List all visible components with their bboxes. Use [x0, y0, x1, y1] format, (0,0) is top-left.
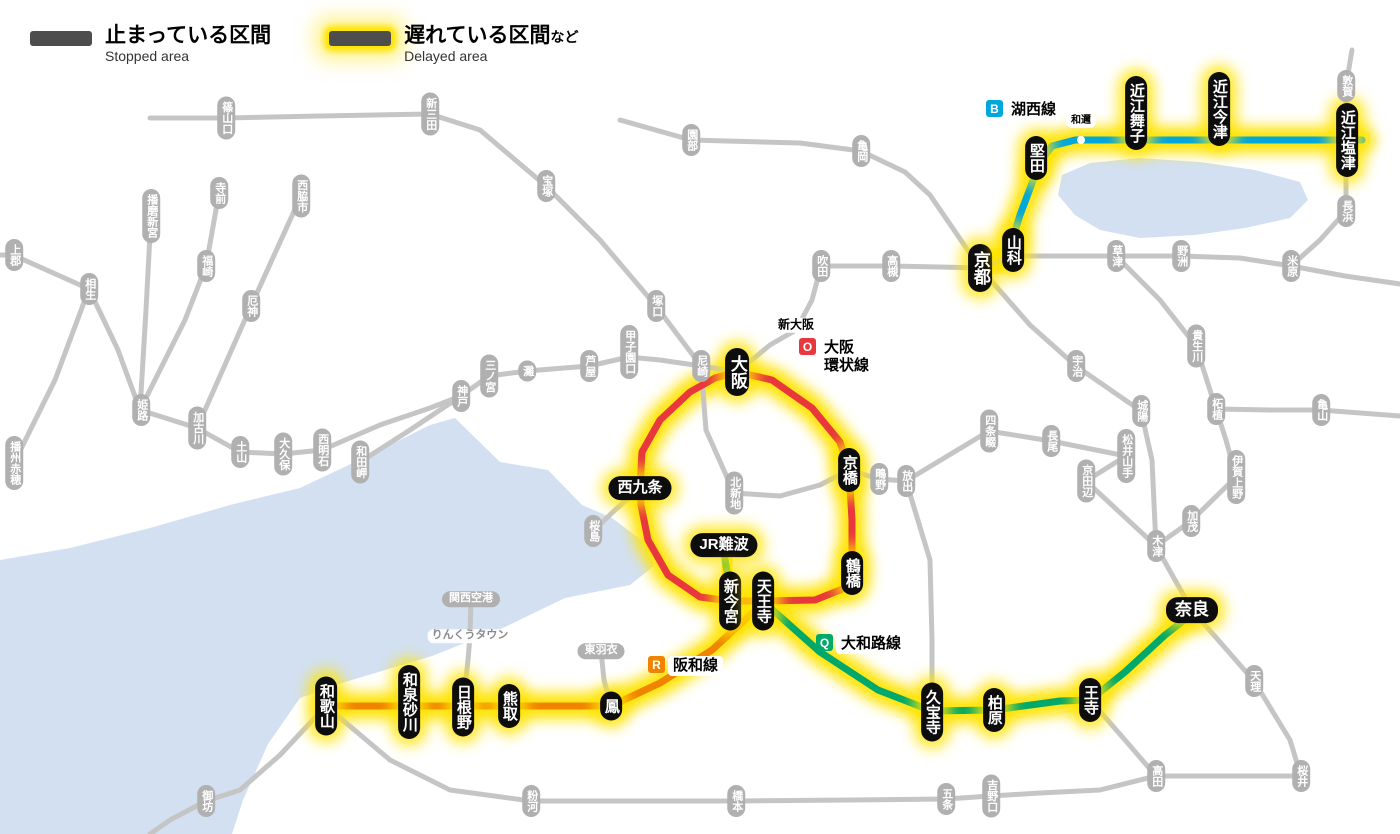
delayed-area-swatch	[329, 31, 392, 46]
osaka-higashi-line	[903, 478, 935, 714]
station-dot-wani	[1077, 136, 1085, 144]
delayed-area-sublabel: Delayed area	[404, 48, 488, 65]
station-dots-layer	[1077, 136, 1085, 144]
tozai-line	[698, 363, 852, 499]
hokuriku-line	[1288, 47, 1355, 269]
manyo-mahoroba-line	[1153, 607, 1304, 779]
gakkentoshi-line	[846, 428, 1159, 549]
fukuchiyama-line	[147, 111, 704, 369]
ako-line	[11, 286, 92, 466]
wakayama-line	[323, 697, 1159, 804]
delayed-area-suffix: など	[550, 29, 579, 45]
wadamisaki-line	[357, 393, 464, 465]
delayed-area-label: 遅れている区間など	[404, 24, 579, 47]
legend: 止まっている区間 Stopped area 遅れている区間など Delayed …	[30, 24, 578, 64]
stopped-area-swatch	[30, 31, 92, 46]
stopped-area-label: 止まっている区間	[105, 24, 272, 47]
lake-biwa	[1058, 158, 1308, 238]
kishin-line	[137, 213, 154, 413]
water-layer	[0, 158, 1308, 834]
legend-item-delayed: 遅れている区間など Delayed area	[329, 24, 578, 64]
bantan-line	[137, 190, 222, 413]
legend-item-stopped: 止まっている区間 Stopped area	[30, 24, 271, 64]
kyoto-biwako-line	[734, 253, 1400, 375]
osaka-bay	[0, 418, 654, 834]
sanyo-kobe-line	[0, 252, 740, 457]
kansai-line-east	[1213, 406, 1400, 419]
kusatsu-line	[1113, 253, 1219, 412]
yamatoji-line	[762, 600, 1196, 715]
stopped-area-sublabel: Stopped area	[105, 48, 190, 65]
sanin-line	[617, 117, 983, 271]
kansai-line-west	[1153, 406, 1239, 549]
nara-line	[977, 265, 1195, 613]
kisei-line	[147, 703, 329, 834]
